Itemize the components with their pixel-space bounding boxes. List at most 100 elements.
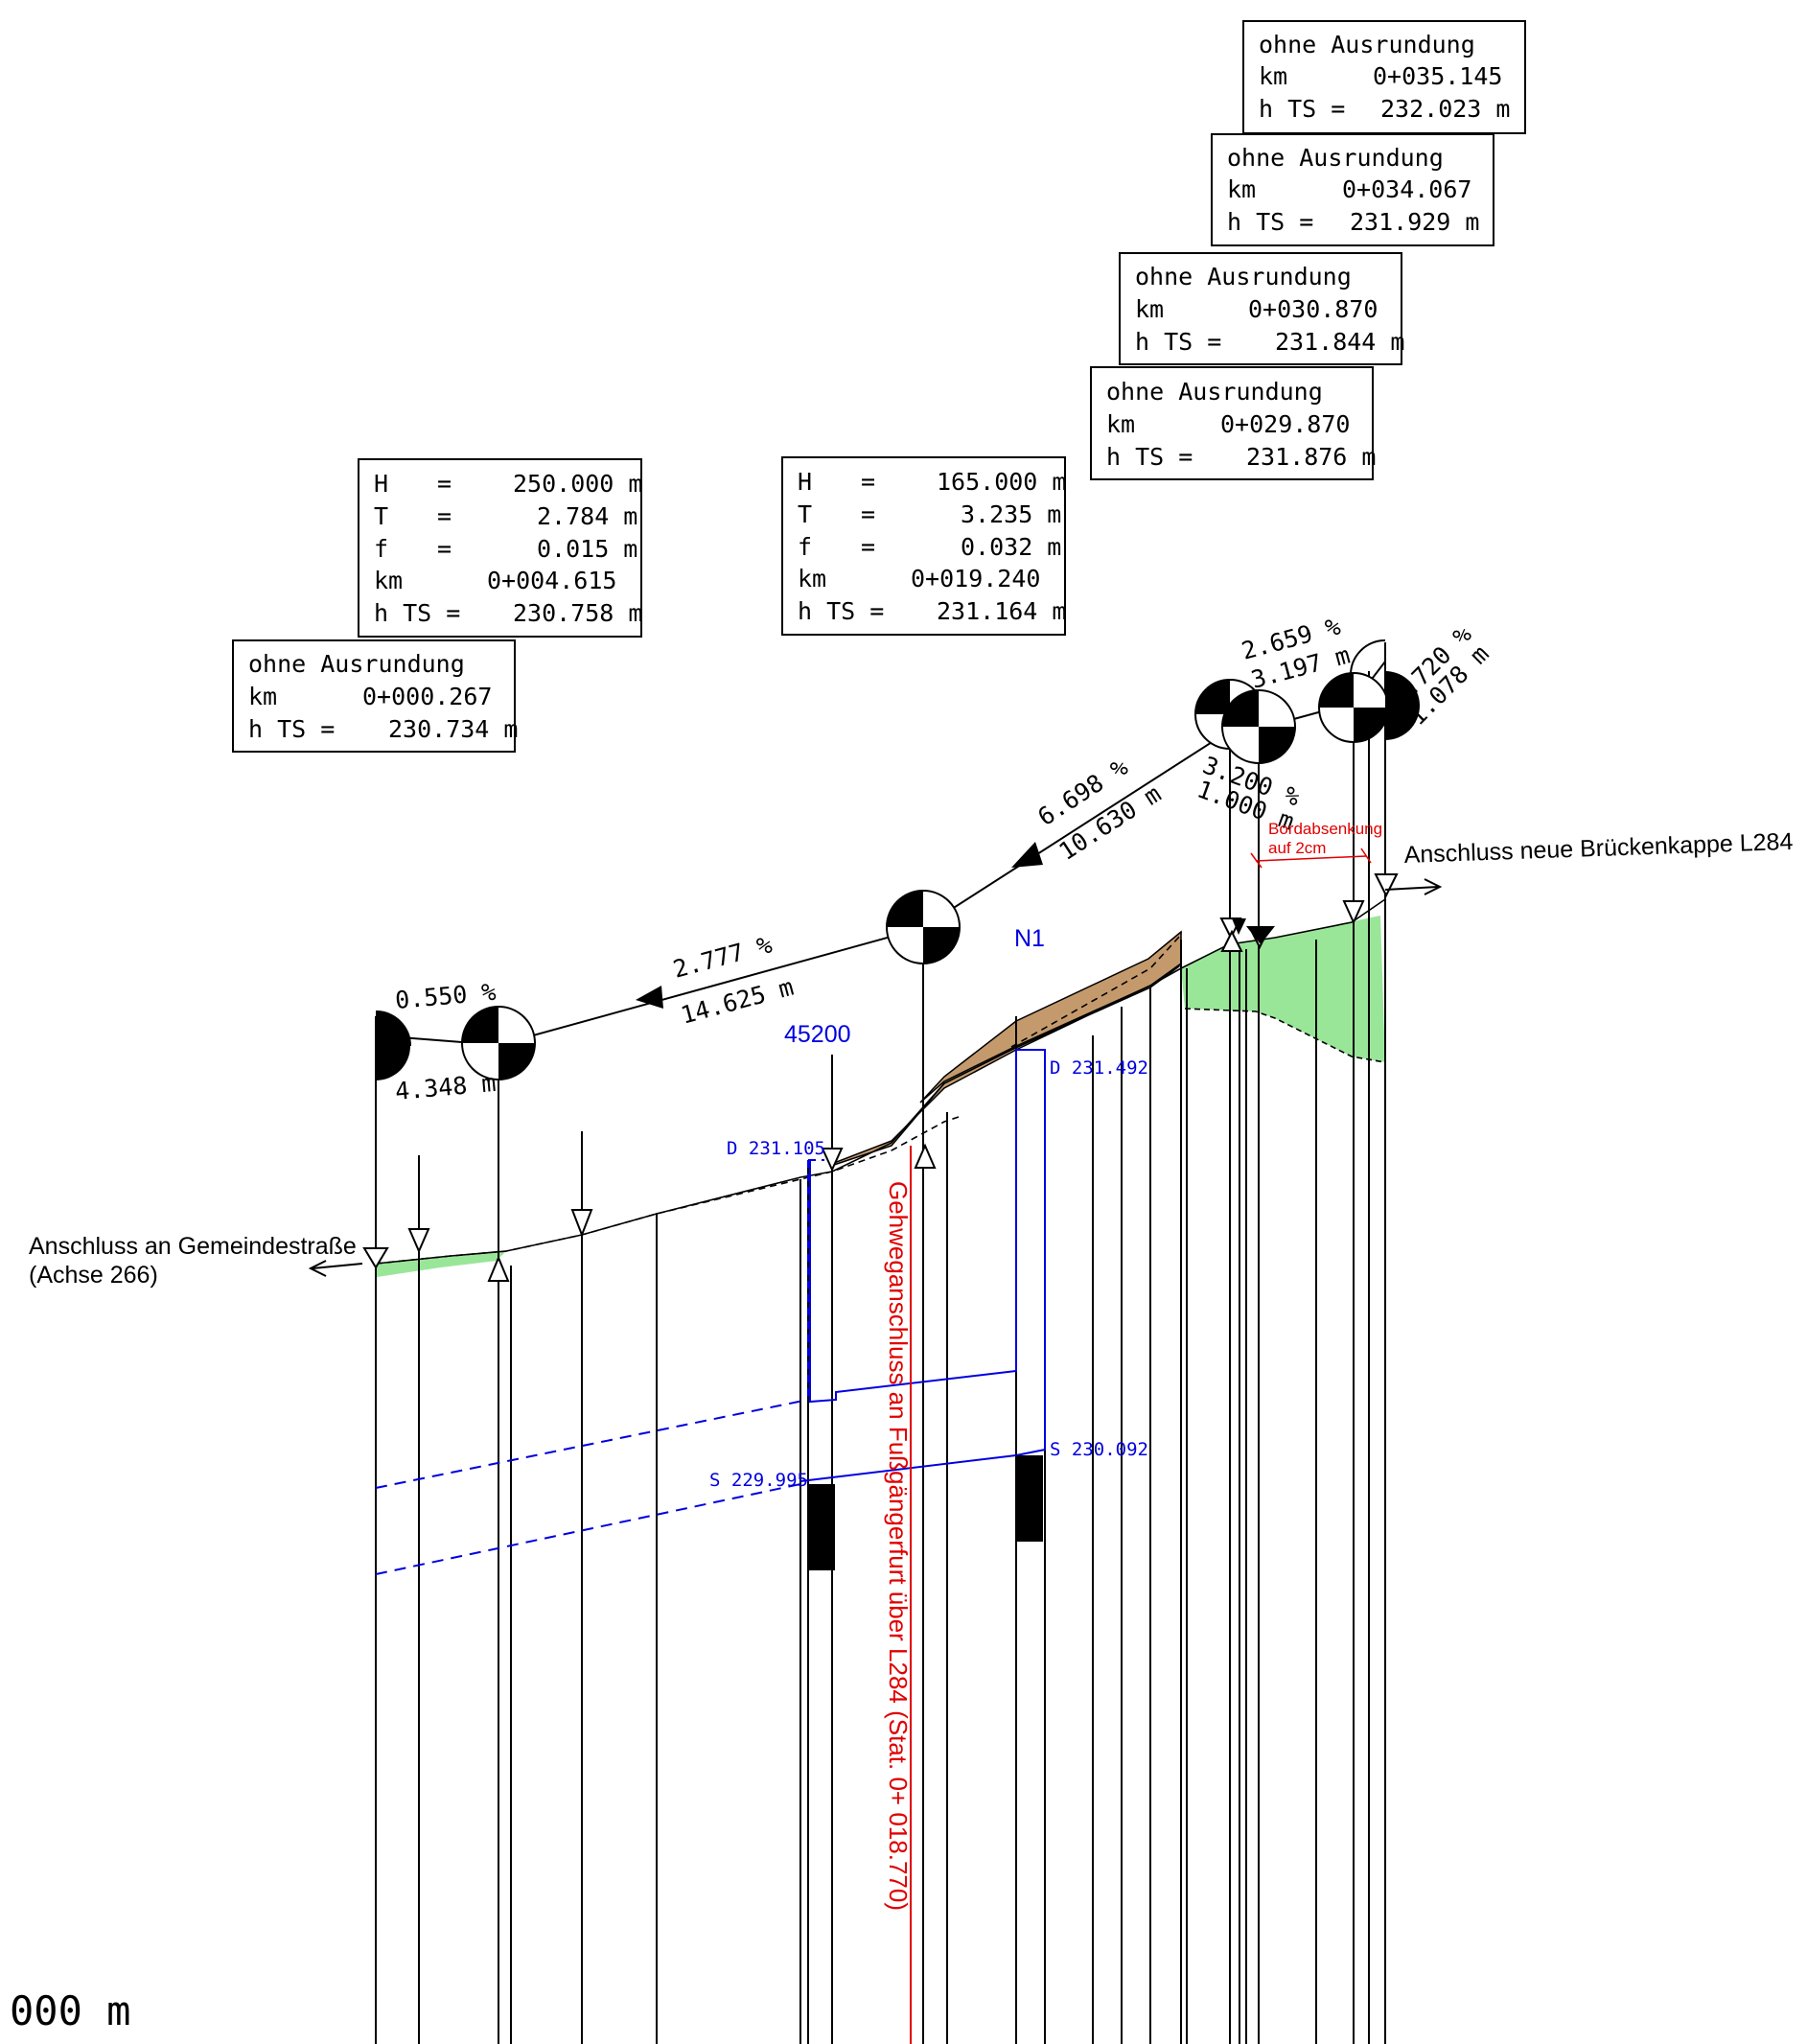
grade-arrow-1	[636, 986, 663, 1009]
info-box-2-km-value: 0+034.067	[1342, 175, 1471, 203]
gradient-2-percent: 2.777 %	[670, 931, 775, 984]
info-box-5-hts-value: 230.734 m	[388, 715, 518, 743]
curve-box-1-f-eq: =	[437, 535, 452, 563]
curve-box-2: H = 165.000 m T = 3.235 m f = 0.032 m km…	[781, 456, 1066, 636]
info-box-3-km-key: km	[1135, 295, 1164, 323]
curve-box-2-f-eq: =	[861, 533, 875, 561]
green-fill-right-bottom-edge	[1184, 1008, 1386, 1063]
curve-box-2-km-key: km	[798, 565, 826, 592]
curb-label-1: Bordabsenkung	[1268, 820, 1382, 838]
marker-filled-2	[1246, 926, 1275, 944]
curb-dimension	[1250, 848, 1372, 869]
info-box-2: ohne Ausrundung km 0+034.067 h TS = 231.…	[1211, 133, 1494, 246]
pipe-anchor-right	[1016, 1455, 1043, 1542]
info-box-4-km-value: 0+029.870	[1220, 410, 1350, 438]
curve-box-2-t-value: 3.235 m	[961, 500, 1061, 528]
tangent-circle-5	[1318, 672, 1389, 743]
info-box-4-km-key: km	[1106, 410, 1135, 438]
info-box-5-line1: ohne Ausrundung	[248, 650, 465, 678]
info-box-5-km-key: km	[248, 683, 277, 710]
curve-box-1-h-value: 250.000 m	[513, 470, 642, 498]
tangent-circle-right-half	[1350, 639, 1420, 740]
design-line-dashed	[375, 1116, 960, 1265]
info-box-5-km-value: 0+000.267	[362, 683, 492, 710]
ground-line	[375, 898, 1386, 1265]
ground-markers	[362, 873, 1399, 1282]
green-fill-left	[376, 1251, 506, 1277]
left-connection-arrow	[308, 1260, 363, 1277]
right-connection-arrow	[1384, 878, 1443, 895]
right-connection-label: Anschluss neue Brückenkappe L284	[1403, 828, 1794, 869]
d-right-label: D 231.492	[1050, 1057, 1148, 1079]
curve-box-2-km-value: 0+019.240	[911, 565, 1040, 592]
info-box-2-km-key: km	[1227, 175, 1256, 203]
left-connection-label: Anschluss an Gemeindestraße	[29, 1233, 357, 1260]
gradient-2-length: 14.625 m	[678, 973, 797, 1030]
node-id-label: N1	[1014, 925, 1045, 952]
curve-box-2-h-key: H	[798, 468, 812, 496]
tangent-circle-4	[1221, 689, 1296, 764]
info-box-5-hts-key: h TS =	[248, 715, 335, 743]
station-lines	[375, 642, 1386, 2044]
info-box-4-hts-key: h TS =	[1106, 443, 1193, 471]
info-box-2-hts-value: 231.929 m	[1350, 208, 1479, 236]
info-box-4: ohne Ausrundung km 0+029.870 h TS = 231.…	[1090, 366, 1376, 480]
curve-box-2-t-key: T	[798, 500, 812, 528]
curve-box-1-t-value: 2.784 m	[537, 502, 637, 530]
info-box-3: ohne Ausrundung km 0+030.870 h TS = 231.…	[1119, 252, 1404, 365]
bottom-scale-text: 000 m	[10, 1987, 130, 2034]
info-box-1: ohne Ausrundung km 0+035.145 h TS = 232.…	[1242, 20, 1526, 134]
curve-box-1-f-value: 0.015 m	[537, 535, 637, 563]
curve-box-1: H = 250.000 m T = 2.784 m f = 0.015 m km…	[358, 458, 642, 638]
curve-box-2-h-value: 165.000 m	[937, 468, 1066, 496]
info-box-4-line1: ohne Ausrundung	[1106, 378, 1323, 406]
tangent-circle-left-half	[375, 1010, 411, 1080]
shaft-id-label: 45200	[784, 1021, 851, 1048]
info-box-3-line1: ohne Ausrundung	[1135, 263, 1352, 290]
vertical-down-arrows	[418, 1016, 1017, 1227]
curve-box-1-f-key: f	[374, 535, 388, 563]
tangent-circle-1	[461, 1006, 536, 1080]
info-box-1-km-key: km	[1259, 62, 1287, 90]
pipe-geometry	[375, 1049, 1046, 1575]
curve-box-1-km-value: 0+004.615	[487, 567, 616, 594]
curve-box-1-h-eq: =	[437, 470, 452, 498]
curve-box-1-t-eq: =	[437, 502, 452, 530]
green-fill-right	[1181, 916, 1385, 1062]
gradient-1-percent: 0.550 %	[394, 978, 497, 1014]
info-box-1-hts-value: 232.023 m	[1380, 95, 1510, 123]
info-box-5: ohne Ausrundung km 0+000.267 h TS = 230.…	[232, 639, 518, 753]
info-box-1-line1: ohne Ausrundung	[1259, 31, 1475, 58]
curve-box-2-f-value: 0.032 m	[961, 533, 1061, 561]
crossing-label: Gehweganschluss an Fußgängerfurt über L2…	[884, 1181, 913, 1911]
curve-box-1-hts-value: 230.758 m	[513, 599, 642, 627]
curve-box-1-hts-key: h TS =	[374, 599, 460, 627]
info-box-4-hts-value: 231.876 m	[1246, 443, 1376, 471]
curve-box-2-t-eq: =	[861, 500, 875, 528]
marker-filled-1	[1232, 918, 1246, 935]
info-box-1-km-value: 0+035.145	[1373, 62, 1502, 90]
left-connection-axis: (Achse 266)	[29, 1262, 158, 1289]
info-box-2-line1: ohne Ausrundung	[1227, 144, 1444, 172]
curve-box-1-h-key: H	[374, 470, 388, 498]
tangent-circle-2	[886, 890, 961, 964]
curve-box-1-km-key: km	[374, 567, 403, 594]
grade-arrow-2	[1011, 842, 1043, 868]
curve-box-2-f-key: f	[798, 533, 812, 561]
curb-label-2: auf 2cm	[1268, 839, 1326, 857]
curve-box-2-hts-value: 231.164 m	[937, 597, 1066, 625]
upper-dashed-line	[1010, 934, 1182, 1048]
s-left-label: S 229.995	[709, 1470, 808, 1491]
info-box-1-hts-key: h TS =	[1259, 95, 1345, 123]
gradient-1-length: 4.348 m	[394, 1069, 497, 1105]
curve-box-2-hts-key: h TS =	[798, 597, 884, 625]
info-box-3-hts-key: h TS =	[1135, 328, 1221, 356]
s-right-label: S 230.092	[1050, 1439, 1148, 1460]
d-left-label: D 231.105	[727, 1138, 825, 1159]
info-box-3-km-value: 0+030.870	[1248, 295, 1378, 323]
curve-box-2-h-eq: =	[861, 468, 875, 496]
info-box-2-hts-key: h TS =	[1227, 208, 1313, 236]
pipe-anchor-left	[808, 1484, 835, 1570]
